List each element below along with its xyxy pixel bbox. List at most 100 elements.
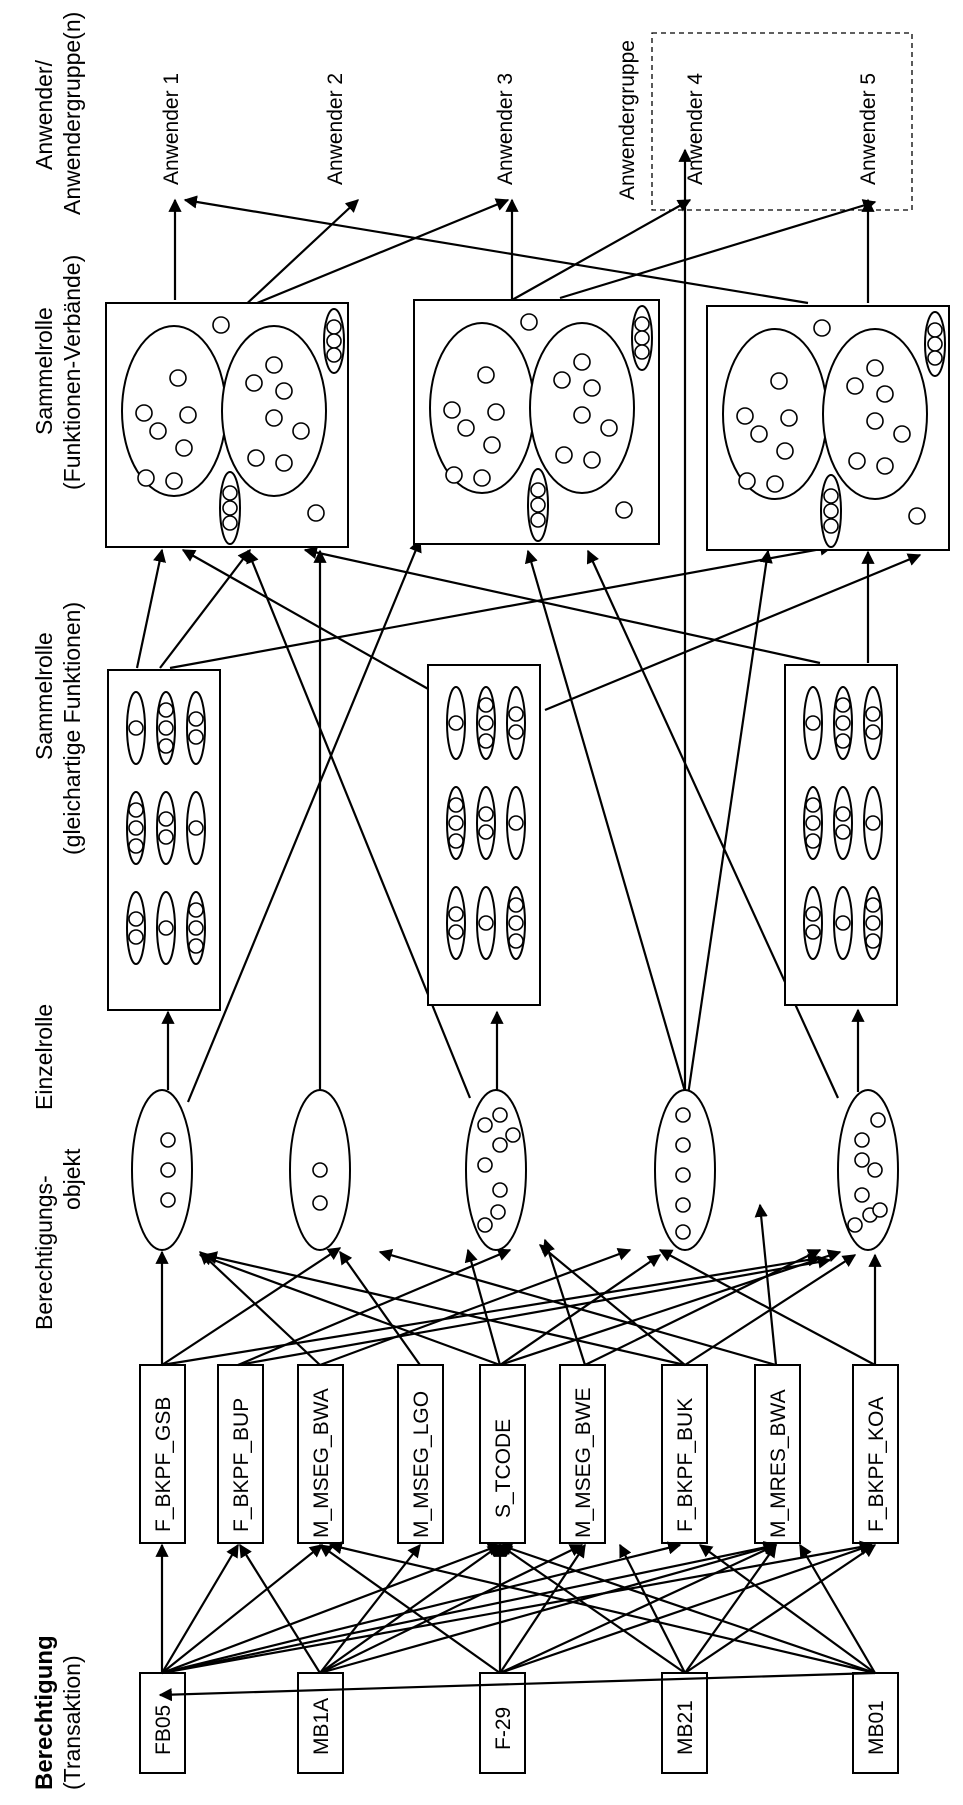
member-circle [813,319,831,337]
connection-arrow [303,546,821,665]
connection-arrow [586,549,840,1099]
transaction-mb01: MB01 [852,1672,899,1774]
header-anwender-line1: Anwender/ [31,59,57,170]
connection-arrow [319,1247,632,1367]
member-circle [865,724,881,740]
member-circle [634,344,650,360]
function-group-ellipse [506,686,526,760]
object-f-bkpf-bup: F_BKPF_BUP [217,1364,264,1544]
object-f-bkpf-buk: F_BKPF_BUK [661,1364,708,1544]
header-objekt: Berechtigungs- objekt [31,1148,85,1330]
member-circle [846,377,864,395]
connection-arrow [239,198,510,312]
function-group-ellipse [833,786,853,860]
member-circle [854,1187,870,1203]
member-circle [478,697,494,713]
user-group-box [651,32,913,211]
member-circle [876,385,894,403]
member-circle [780,409,798,427]
member-circle [160,1162,176,1178]
member-circle [600,419,618,437]
member-circle [530,512,546,528]
connection-arrow [237,1248,512,1367]
member-circle [634,316,650,332]
transaction-mb1a: MB1A [297,1672,344,1774]
member-circle [326,347,342,363]
user-label-2: Anwender 2 [324,73,347,185]
member-circle [835,733,851,749]
connection-arrow [619,1543,686,1674]
member-circle [128,911,144,927]
connection-arrow [239,199,359,311]
member-circle [776,442,794,460]
header-anwender: Anwender/ Anwendergruppe(n) [31,12,85,215]
member-circle [805,906,821,922]
member-circle [477,1217,493,1233]
member-circle [866,359,884,377]
object-label: F_BKPF_GSB [152,1397,175,1532]
member-circle [135,404,153,422]
member-circle [312,1195,328,1211]
user-label-3: Anwender 3 [494,73,517,185]
member-circle [508,933,524,949]
connection-arrow [499,1249,842,1367]
member-circle [179,406,197,424]
object-label: F_BKPF_BUK [674,1398,697,1532]
member-circle [158,811,174,827]
connection-arrow [161,1544,324,1674]
object-label: F_BKPF_KOA [865,1397,888,1532]
member-circle [823,488,839,504]
object-label: M_MSEG_LGO [410,1391,433,1538]
header-sammelrolle2-line1: Sammelrolle [31,307,57,435]
transaction-label: MB01 [865,1700,888,1755]
connection-arrow [203,1251,686,1367]
connection-arrow [186,538,422,1103]
connection-arrow [237,1255,832,1367]
member-circle [448,924,464,940]
role-shapes [105,299,950,1251]
connection-arrow [584,1249,822,1366]
member-circle [275,382,293,400]
member-circle [165,472,183,490]
member-circle [675,1197,691,1213]
connection-arrow [499,1543,586,1674]
user-label-1: Anwender 1 [160,73,183,185]
member-circle [634,330,650,346]
object-s-tcode: S_TCODE [479,1364,526,1544]
member-circle [865,915,881,931]
member-circle [477,1117,493,1133]
member-circle [835,915,851,931]
member-circle [573,406,591,424]
object-box [217,1364,264,1544]
member-circle [448,833,464,849]
connection-arrow [378,1248,777,1367]
member-circle [805,815,821,831]
member-circle [508,915,524,931]
connection-arrow [754,1203,778,1366]
member-circle [865,706,881,722]
object-label: S_TCODE [492,1419,515,1518]
connection-arrow [542,1238,587,1366]
member-circle [483,436,501,454]
member-circle [866,412,884,430]
member-circle [505,1127,521,1143]
member-circle [870,1112,886,1128]
member-circle [675,1107,691,1123]
member-circle [867,1162,883,1178]
connection-arrow [544,553,922,712]
member-circle [490,1204,506,1220]
connection-arrow [135,548,166,669]
member-circle [738,472,756,490]
member-circle [770,372,788,390]
member-circle [292,422,310,440]
member-circle [492,1182,508,1198]
object-m-mseg-bwa: M_MSEG_BWA [297,1364,344,1544]
member-circle [508,724,524,740]
object-box [297,1364,344,1544]
member-circle [615,501,633,519]
member-circle [128,802,144,818]
header-sammelrolle2-line2: (Funktionen-Verbände) [59,255,85,490]
connection-arrow [161,1543,502,1675]
